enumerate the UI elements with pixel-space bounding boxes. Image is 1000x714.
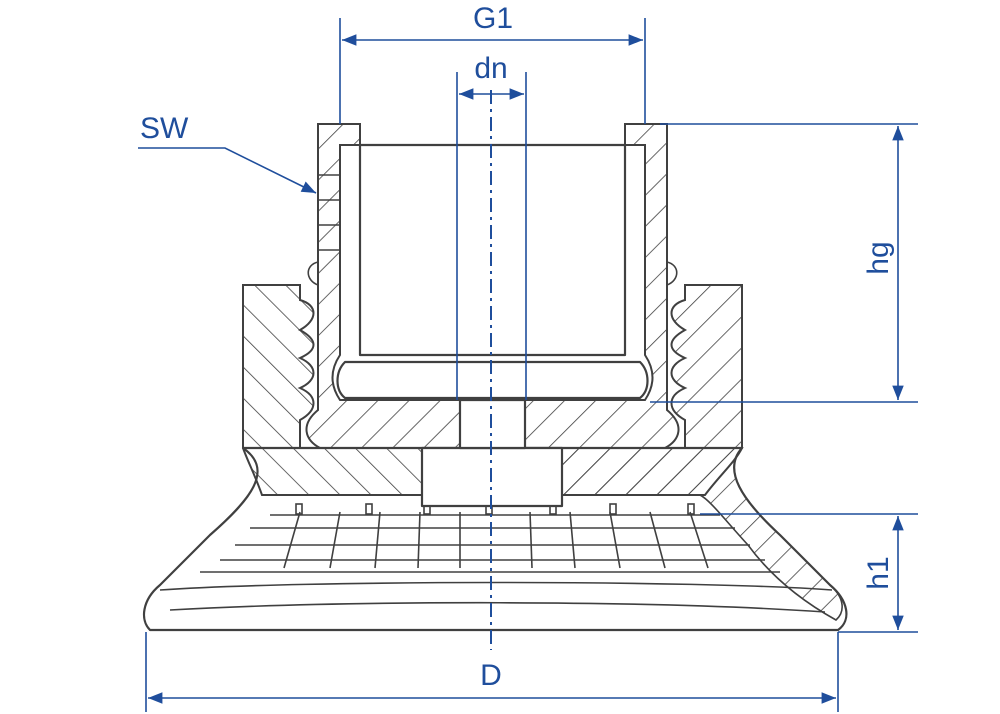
dimension-g1: G1 [339, 2, 646, 124]
dimension-hg: hg [650, 123, 918, 403]
label-g1: G1 [473, 2, 513, 35]
dimension-h1: h1 [700, 513, 918, 633]
support-grid [200, 503, 780, 573]
label-h1: h1 [862, 556, 895, 589]
label-hg: hg [862, 241, 895, 274]
threaded-insert [305, 123, 680, 450]
label-sw: SW [140, 112, 189, 145]
label-dn: dn [474, 52, 507, 85]
leader-sw: SW [138, 112, 317, 194]
dimension-dn: dn [456, 52, 527, 400]
label-d: D [480, 659, 502, 692]
dimension-d: D [145, 632, 839, 712]
